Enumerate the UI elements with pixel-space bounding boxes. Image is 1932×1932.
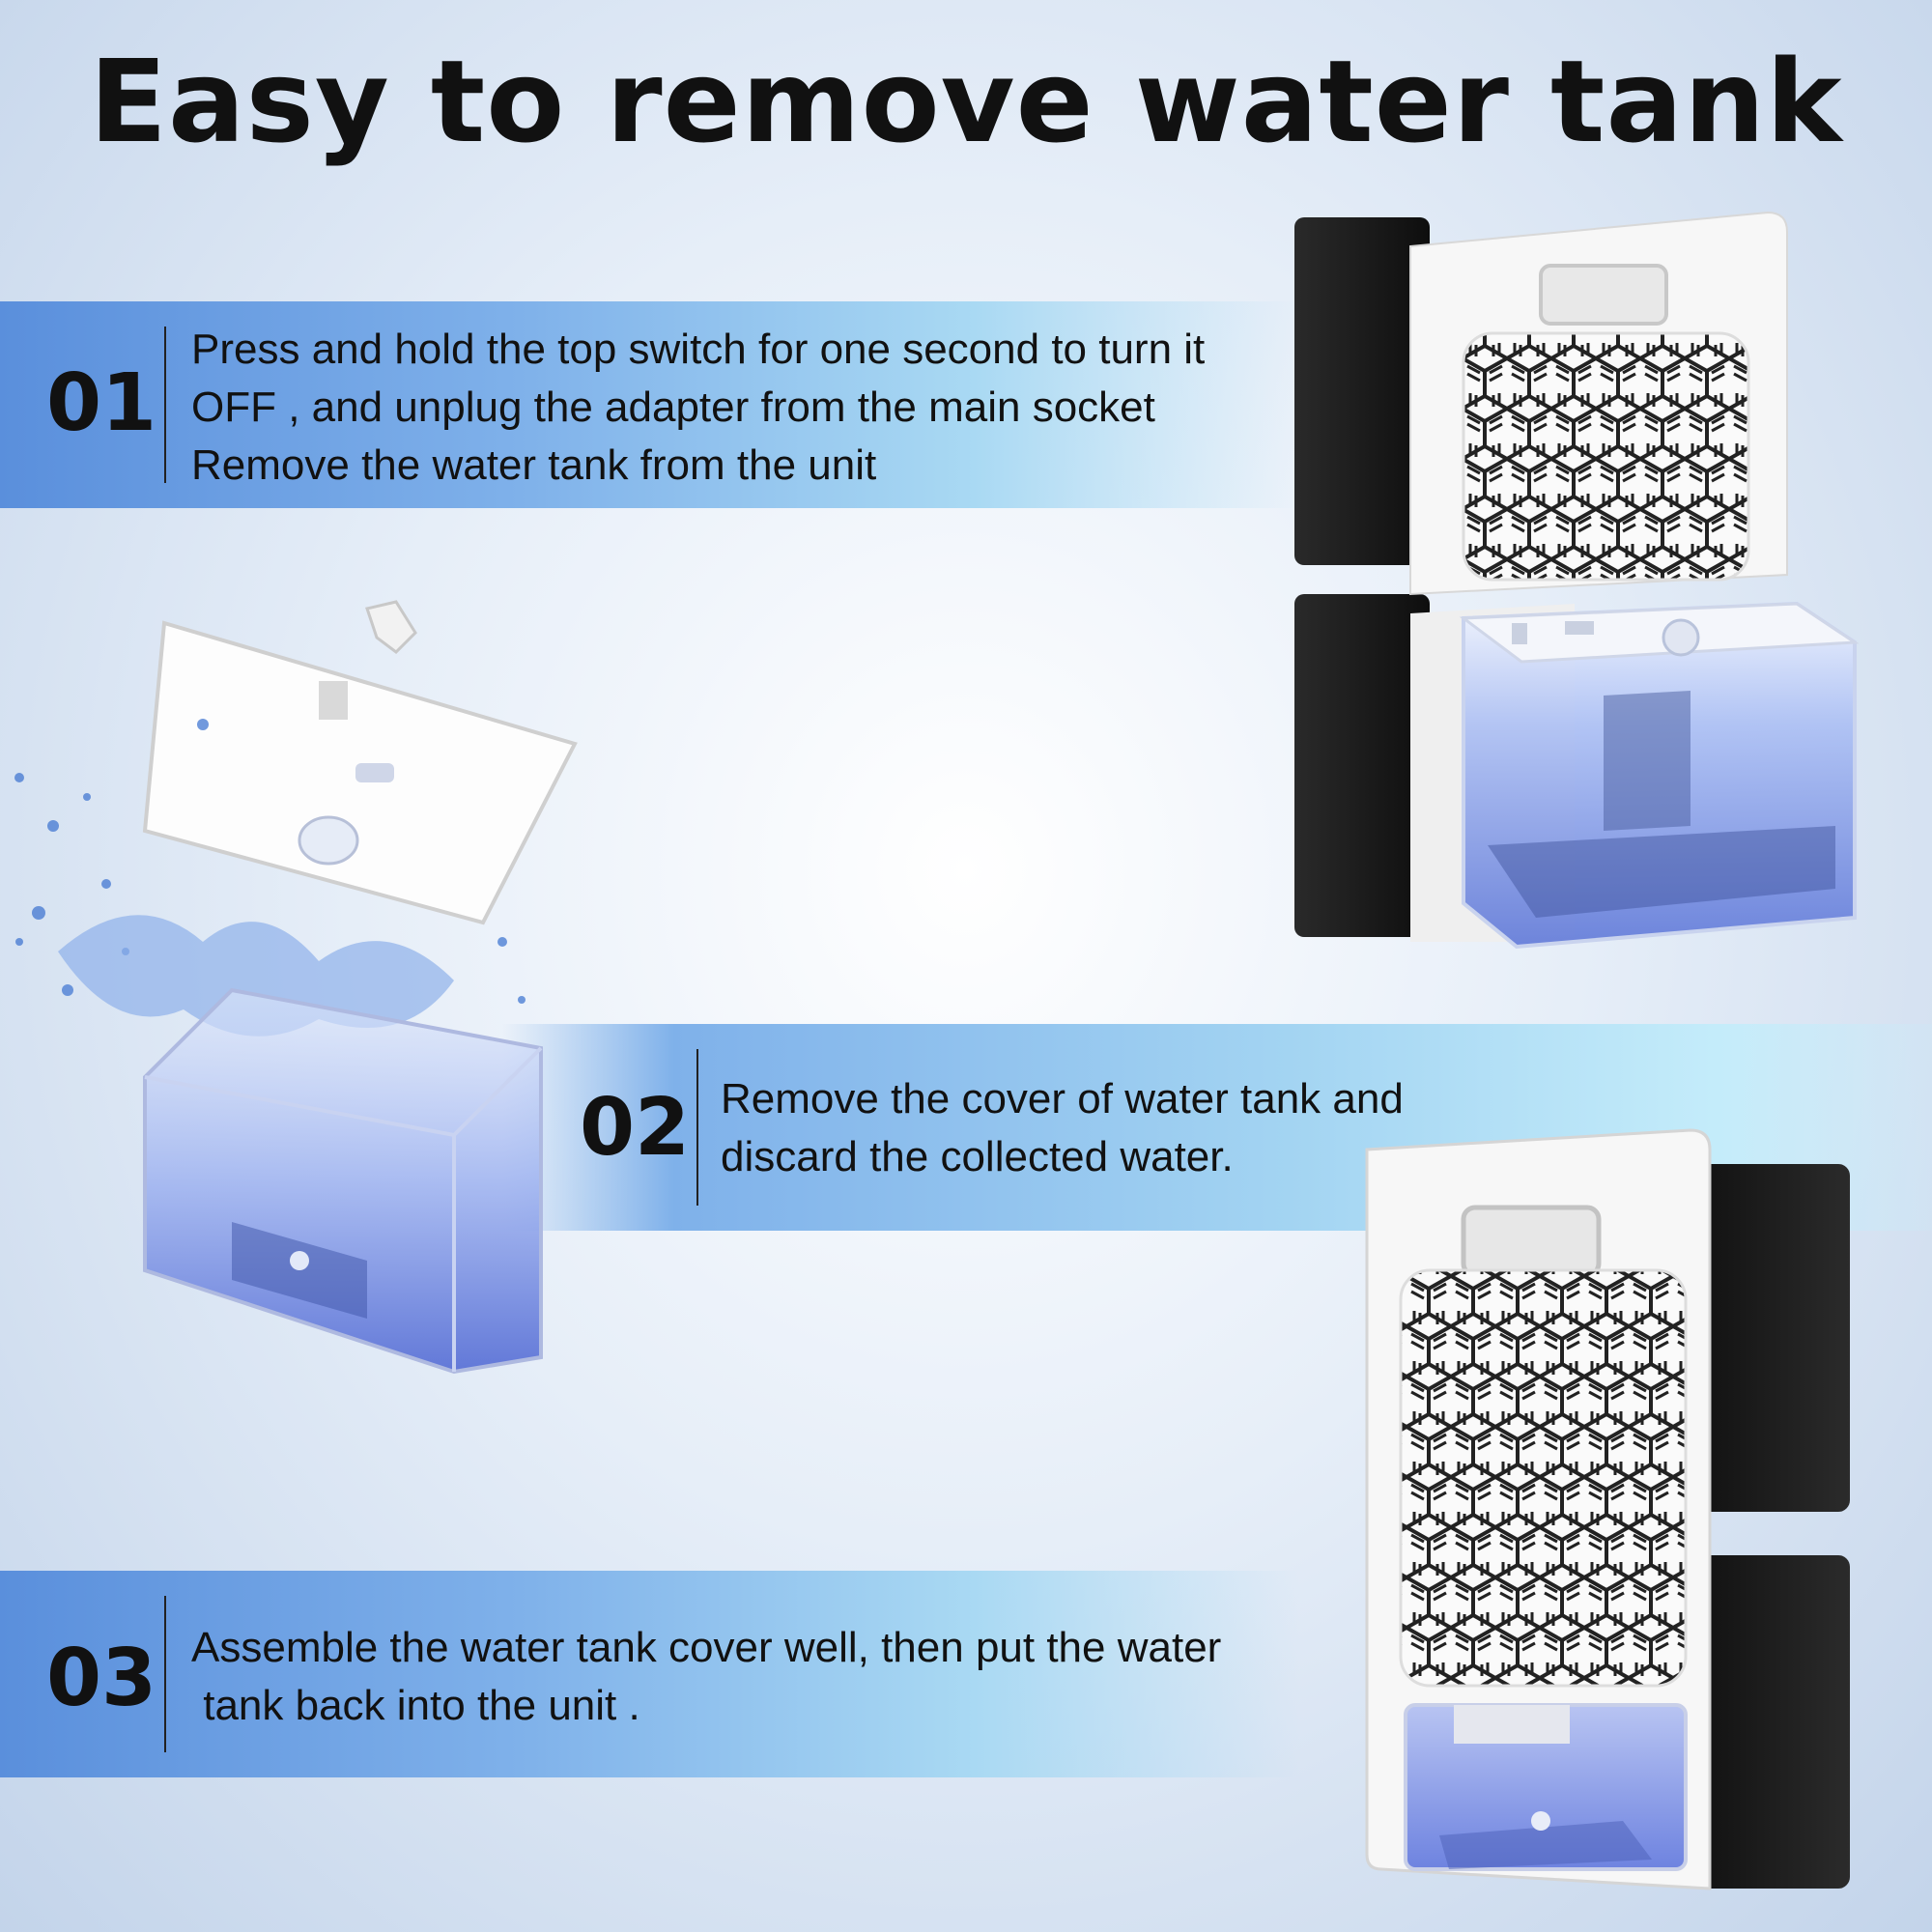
step-02-number: 02 (580, 1082, 691, 1174)
water-tank-splash-image (14, 600, 578, 1375)
step-03-divider (164, 1596, 166, 1752)
step-01-line-1: Press and hold the top switch for one se… (191, 326, 1206, 373)
dehumidifier-assembled-image (1365, 1128, 1850, 1890)
step-03-line-1: Assemble the water tank cover well, then… (191, 1624, 1222, 1671)
step-03-number: 03 (46, 1633, 157, 1724)
step-03-line-2: tank back into the unit . (191, 1682, 640, 1729)
step-01-band (0, 301, 1299, 508)
step-01-number: 01 (46, 357, 157, 449)
dehumidifier-tank-removed-image (1294, 211, 1860, 950)
step-03-band (0, 1571, 1299, 1777)
page-title: Easy to remove water tank (89, 35, 1843, 168)
step-02-line-2: discard the collected water. (721, 1133, 1234, 1180)
step-02-line-1: Remove the cover of water tank and (721, 1075, 1404, 1122)
step-01-text: Press and hold the top switch for one se… (191, 321, 1205, 495)
step-03-text: Assemble the water tank cover well, then… (191, 1619, 1221, 1735)
step-02-text: Remove the cover of water tank and disca… (721, 1070, 1404, 1186)
step-01-line-3: Remove the water tank from the unit (191, 441, 877, 489)
step-02-divider (696, 1049, 698, 1206)
step-01-divider (164, 327, 166, 483)
step-01-line-2: OFF , and unplug the adapter from the ma… (191, 384, 1155, 431)
